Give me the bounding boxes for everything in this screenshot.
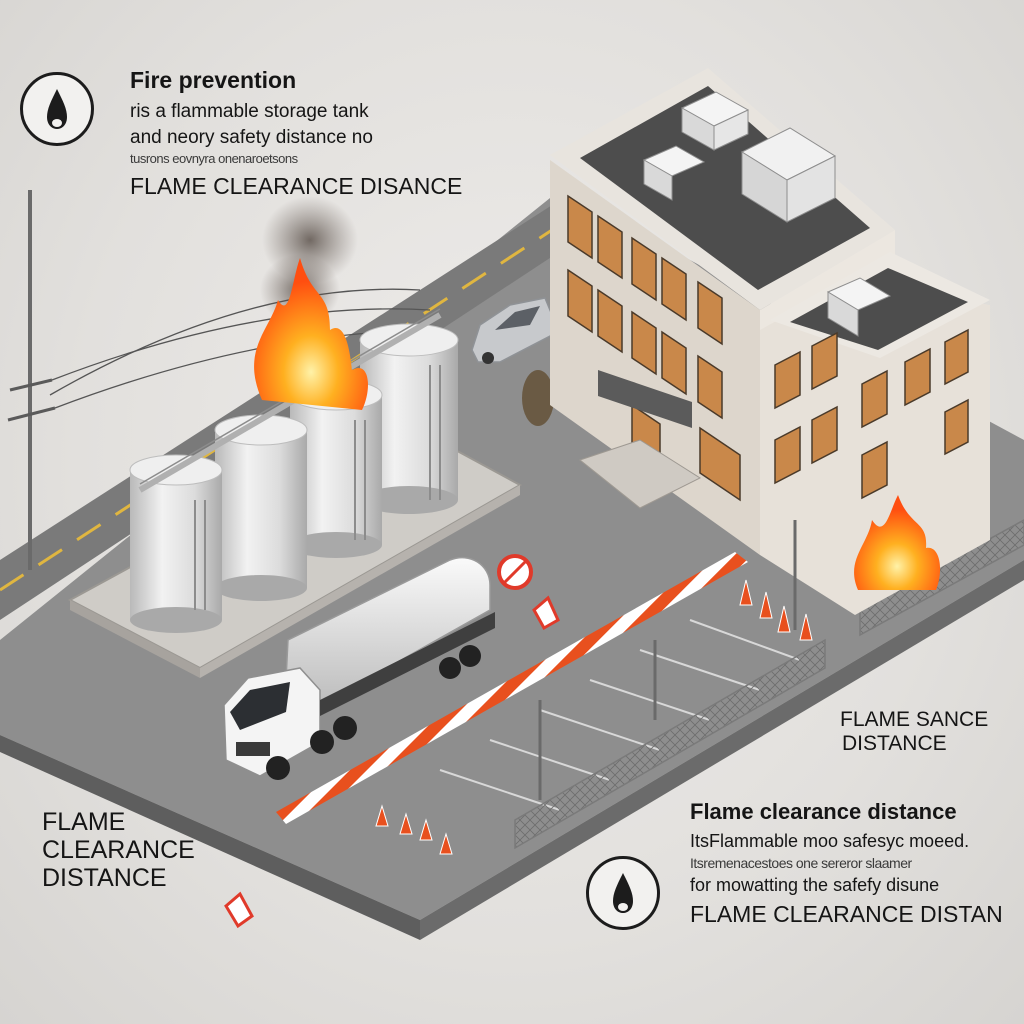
bottom-right-line-3: for mowatting the safefy disune (690, 875, 940, 895)
no-fire-signs (224, 554, 560, 929)
top-left-line-1: ris a flammable storage tank (130, 101, 369, 122)
building-windows (567, 194, 969, 502)
bottom-right-title: Flame clearance distance (690, 799, 957, 824)
mid-right-line-1: FLAME SANCE (840, 708, 989, 731)
tanker-truck (223, 556, 495, 780)
parked-car (471, 297, 553, 364)
shrub (522, 370, 554, 426)
bottom-left-line-3: DISTANCE (42, 864, 167, 892)
bottom-right-line-1: ItsFlammable moo safesyc moeed. (690, 831, 970, 851)
tank-ladders (194, 365, 441, 610)
bottom-left-label: FLAME CLEARANCE DISTANCE (42, 808, 195, 892)
lamp-posts (538, 520, 797, 800)
storage-tank-1 (129, 454, 223, 633)
storage-tank-2 (214, 414, 308, 601)
tank-fire (254, 196, 368, 410)
utility-pole (7, 190, 441, 570)
top-left-title: Fire prevention (130, 67, 297, 93)
building-fire (854, 495, 941, 590)
office-building (550, 68, 990, 615)
flame-icon (586, 856, 660, 930)
mid-right-line-2: DISTANCE (842, 732, 947, 756)
top-left-heading: FLAME CLEARANCE DISANCE (130, 173, 463, 199)
bottom-right-line-2: Itsremenacestoes one sereror slaamer (690, 855, 912, 871)
top-left-line-2: and neory safety distance no (130, 127, 373, 148)
flame-icon (20, 72, 94, 146)
chain-fence (514, 519, 1024, 850)
bottom-left-line-2: CLEARANCE (42, 836, 195, 864)
mid-right-label: FLAME SANCE DISTANCE (840, 708, 988, 756)
bottom-right-heading: FLAME CLEARANCE DISTAN (690, 902, 1003, 927)
traffic-cones (375, 579, 813, 855)
bottom-left-line-1: FLAME (42, 808, 126, 836)
rooftop-hvac-units (642, 91, 892, 337)
barrier-tape (276, 552, 748, 824)
top-left-line-3: tusrons eovnyra onenaroetsons (130, 151, 298, 166)
parking-lot (439, 619, 801, 811)
